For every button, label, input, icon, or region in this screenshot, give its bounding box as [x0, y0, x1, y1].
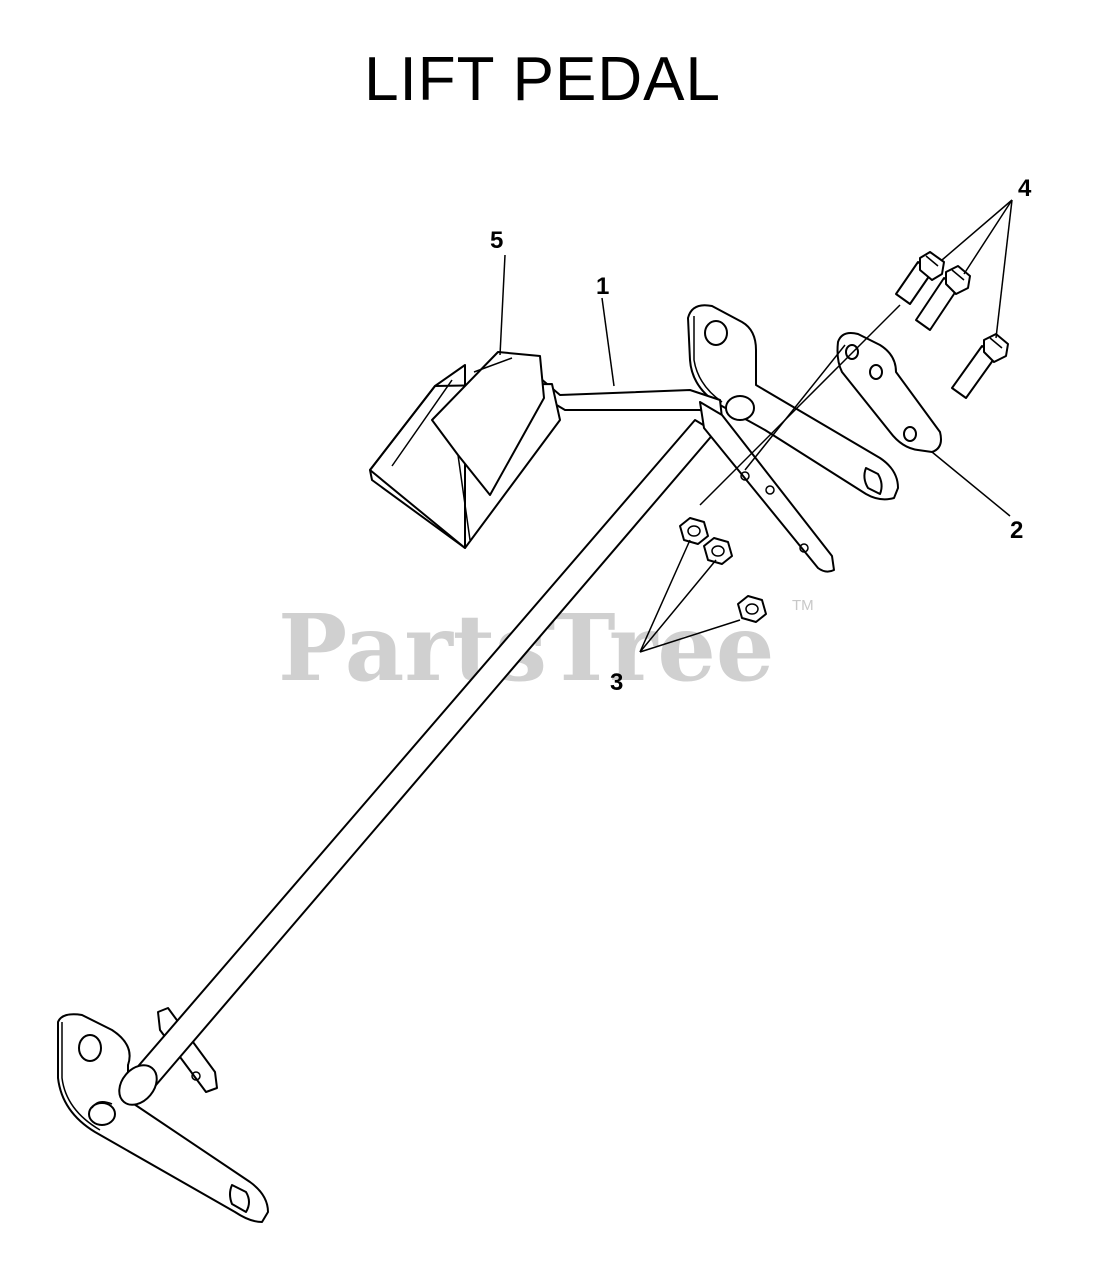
callout-5: 5 [490, 227, 503, 254]
bolt-3 [951, 333, 1009, 399]
pedal-arm [539, 377, 835, 573]
nut-1 [679, 517, 709, 545]
diagram-title: LIFT PEDAL [364, 45, 721, 114]
lower-mount-plate [57, 1013, 269, 1223]
callout-1: 1 [596, 273, 609, 300]
hex-bolts [895, 251, 1009, 399]
bearing-plate [836, 332, 942, 453]
nut-2 [703, 537, 733, 565]
assembly-center-lines [699, 304, 901, 506]
leader-lines [499, 199, 1013, 653]
watermark-trademark: TM [792, 597, 814, 614]
hex-nuts [679, 517, 767, 623]
callout-4: 4 [1018, 175, 1032, 202]
bolt-1 [895, 251, 945, 305]
callout-labels: 1 2 3 4 5 [490, 175, 1032, 696]
nut-3 [737, 595, 767, 623]
callout-3: 3 [610, 669, 623, 696]
pedal-shaft [118, 419, 716, 1106]
pedal-foot-pad [369, 351, 561, 549]
callout-2: 2 [1010, 517, 1023, 544]
